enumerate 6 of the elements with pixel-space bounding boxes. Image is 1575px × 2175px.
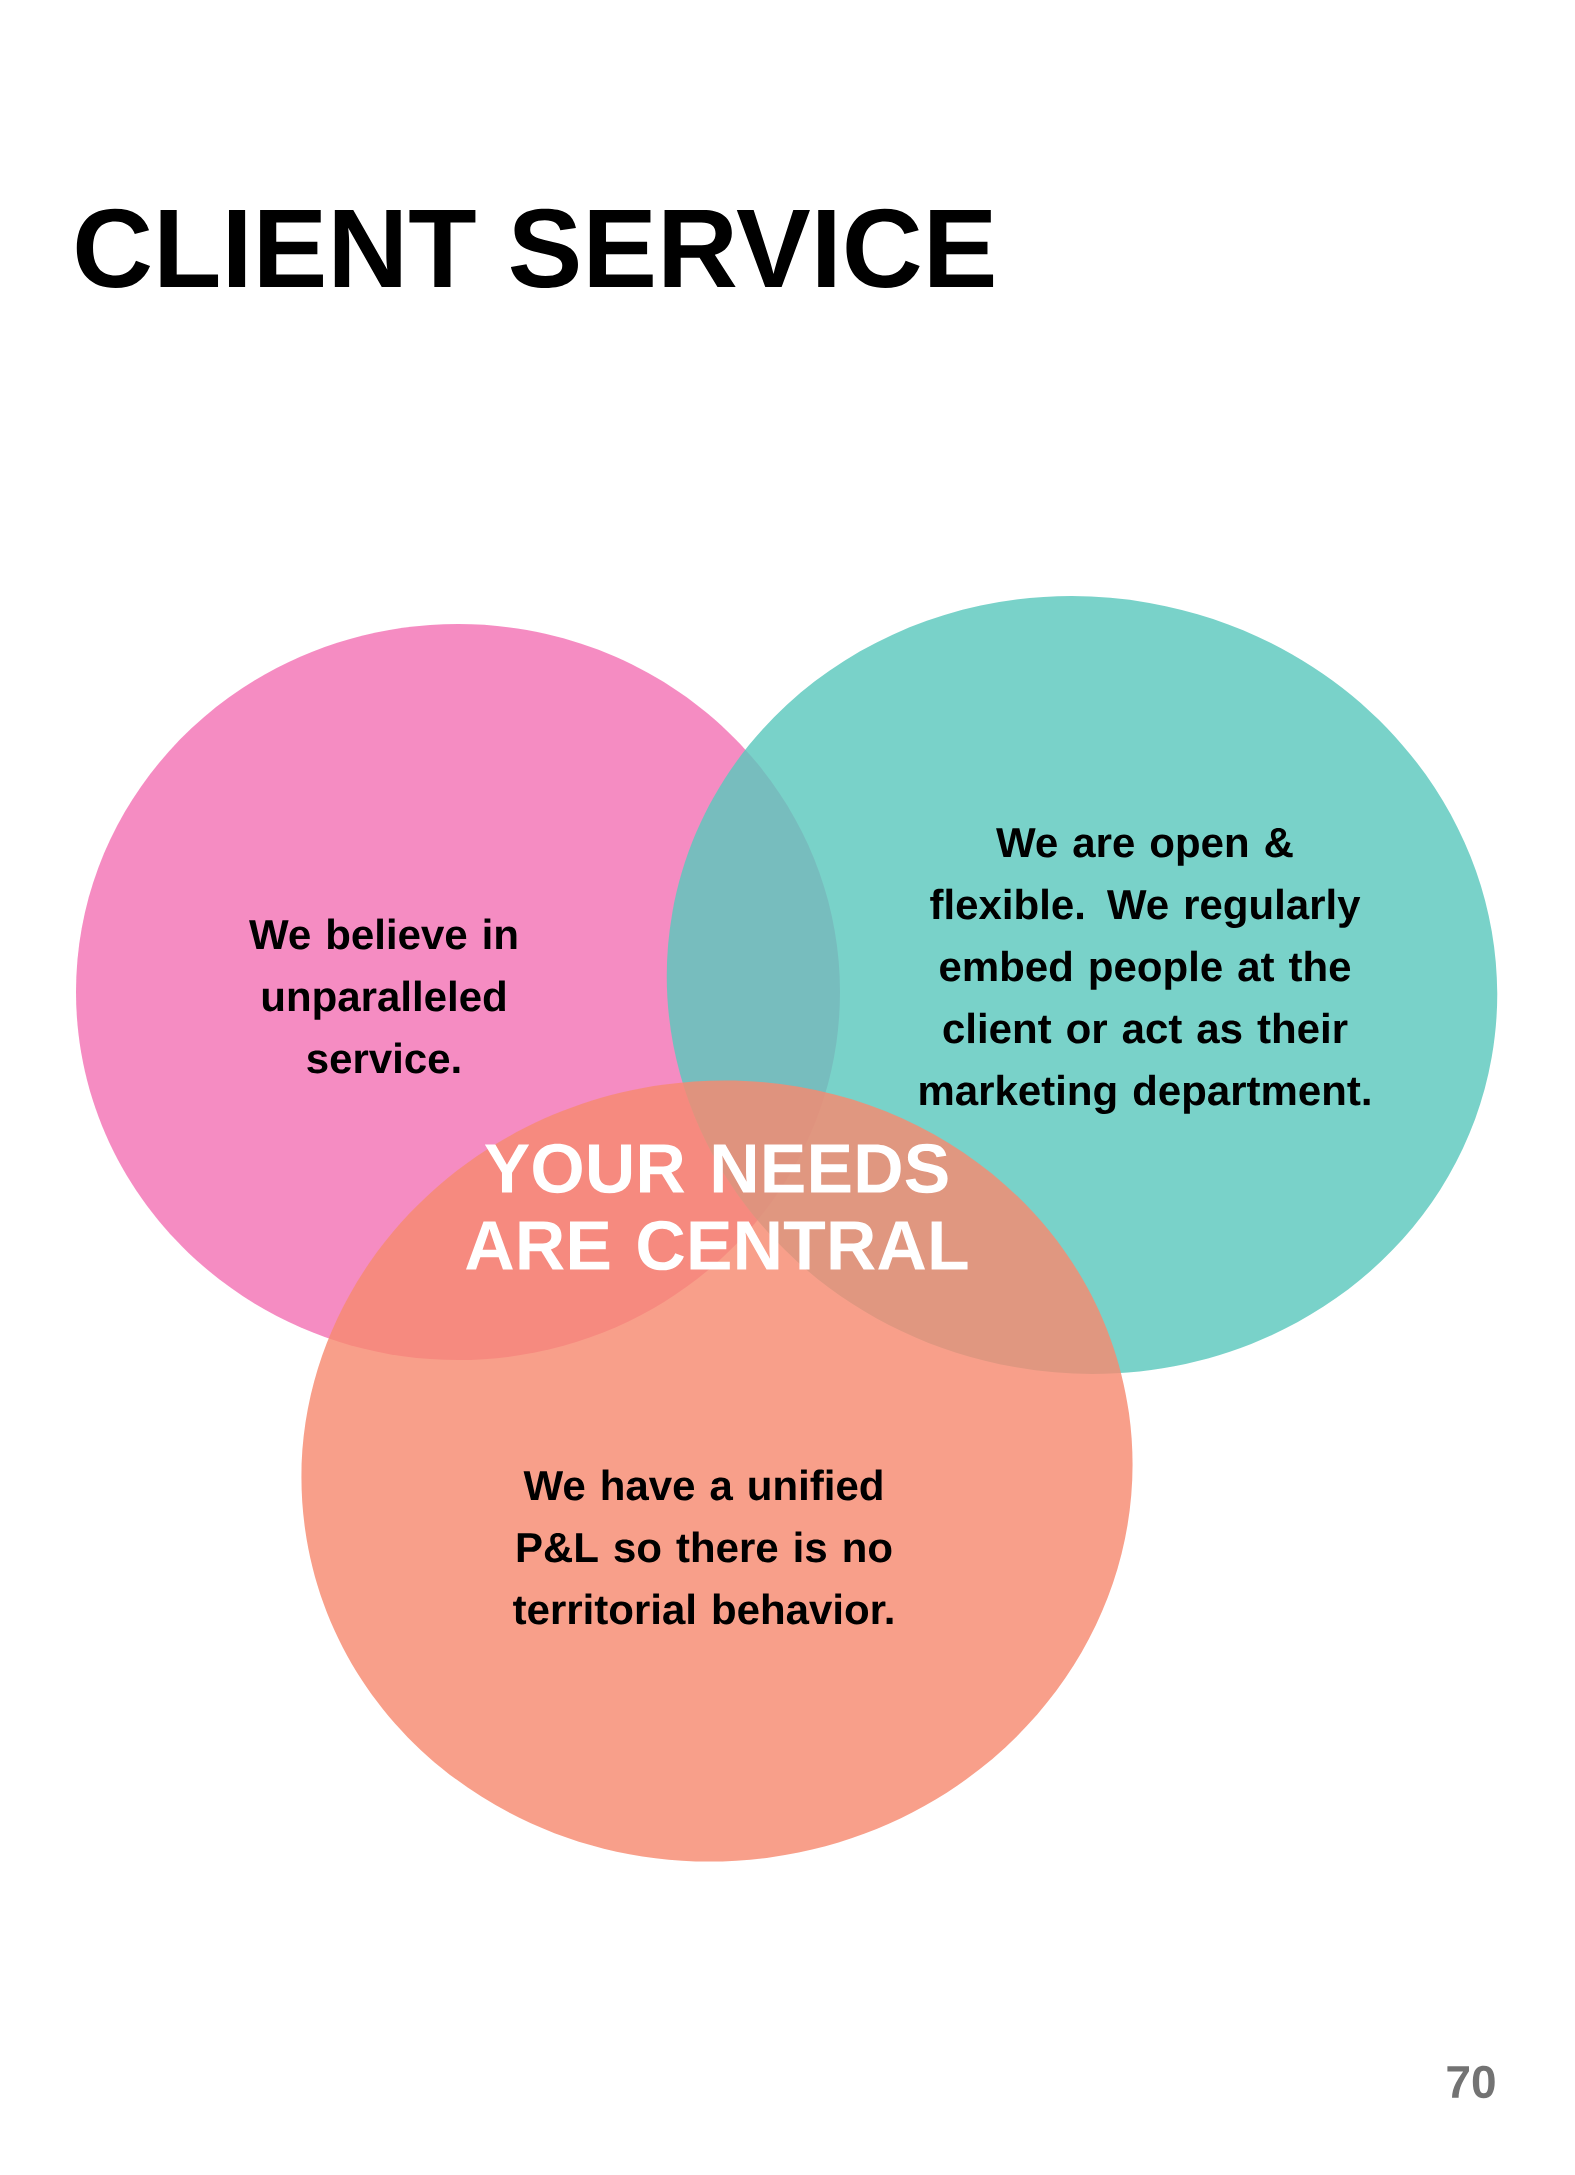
node-label: We believe in unparalleled service. (249, 918, 517, 1074)
node-label: We are open & flexible. We regularly embed people at the client or act as their marketing department. (920, 828, 1370, 1114)
node-label: We have a unified P&L so there is no territorial behavior. (513, 1469, 893, 1625)
center-heading: YOUR NEEDS ARE CENTRAL (466, 1143, 968, 1271)
title: CLIENT SERVICE (76, 208, 994, 289)
page-number: 70 (1447, 2065, 1495, 2099)
